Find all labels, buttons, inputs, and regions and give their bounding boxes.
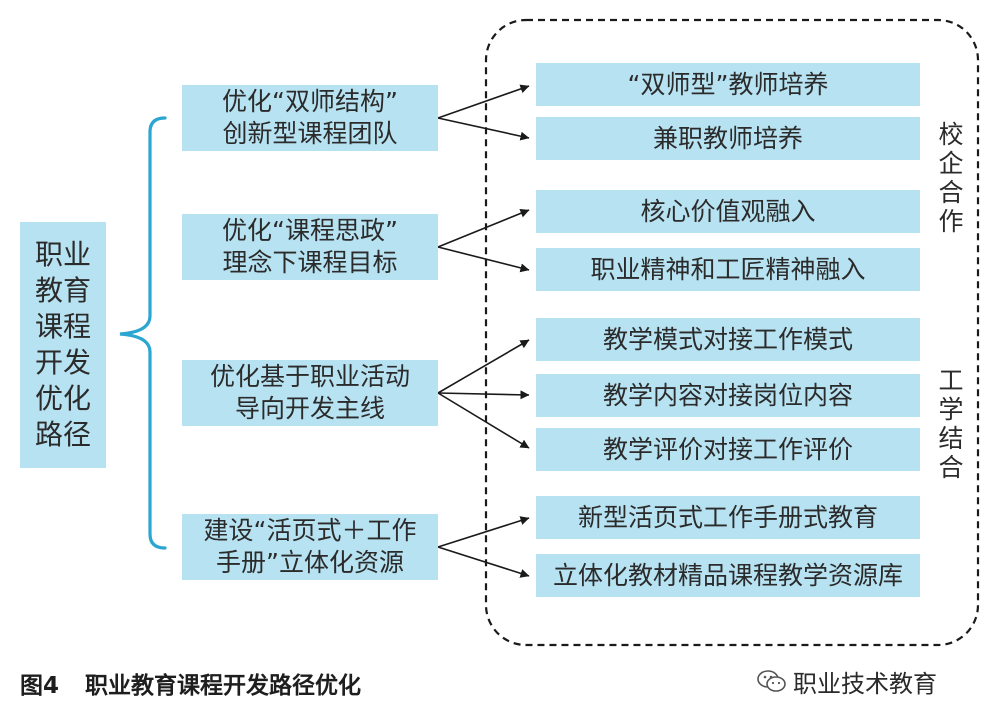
branch-text-line: 理念下课程目标 bbox=[222, 248, 398, 277]
branch-text-line: 优化基于职业活动 bbox=[209, 362, 410, 391]
arrow-2a bbox=[437, 209, 530, 248]
branch-text-line: 创新型课程团队 bbox=[222, 119, 398, 148]
branch-text-line: 导向开发主线 bbox=[234, 394, 385, 423]
arrow-3c bbox=[437, 392, 530, 449]
root-text-line: 课程 bbox=[34, 310, 91, 343]
group-label-char: 企 bbox=[938, 149, 964, 178]
group-label-work-study: 工 学 结 合 bbox=[936, 366, 966, 482]
arrow-2b bbox=[437, 246, 530, 273]
watermark: 职业技术教育 bbox=[757, 664, 937, 699]
group-label-char: 作 bbox=[938, 207, 964, 236]
root-text-line: 路径 bbox=[34, 418, 91, 451]
figure-number: 图4 bbox=[20, 673, 60, 699]
branch-node-3: 优化基于职业活动 导向开发主线 bbox=[182, 360, 438, 426]
figure-caption: 图4 职业教育课程开发路径优化 bbox=[20, 666, 361, 700]
wechat-icon bbox=[757, 669, 786, 692]
arrow-3b bbox=[437, 390, 530, 400]
root-text-line: 教育 bbox=[34, 274, 91, 307]
leaf-node-7: 教学评价对接工作评价 bbox=[536, 428, 920, 471]
branch-text-line: 优化“课程思政” bbox=[222, 216, 398, 245]
leaf-node-5: 教学模式对接工作模式 bbox=[536, 318, 920, 361]
root-node: 职业 教育 课程 开发 优化 路径 bbox=[20, 222, 106, 468]
leaf-node-6: 教学内容对接岗位内容 bbox=[536, 374, 920, 417]
branch-text-line: 优化“双师结构” bbox=[222, 87, 398, 116]
branch-node-1: 优化“双师结构” 创新型课程团队 bbox=[182, 85, 438, 151]
leaf-node-4: 职业精神和工匠精神融入 bbox=[536, 248, 920, 291]
group-label-char: 工 bbox=[938, 366, 964, 395]
dashed-group-border bbox=[484, 18, 980, 647]
arrow-1b bbox=[437, 117, 530, 141]
figure-title: 职业教育课程开发路径优化 bbox=[85, 673, 362, 699]
root-text-line: 开发 bbox=[34, 346, 91, 379]
branch-node-2: 优化“课程思政” 理念下课程目标 bbox=[182, 214, 438, 280]
group-label-char: 结 bbox=[938, 424, 964, 453]
arrow-4a bbox=[437, 516, 530, 548]
curly-brace bbox=[119, 116, 167, 550]
leaf-node-9: 立体化教材精品课程教学资源库 bbox=[536, 554, 920, 597]
branch-text-line: 建设“活页式＋工作 bbox=[203, 516, 417, 545]
branch-text-line: 手册”立体化资源 bbox=[216, 548, 404, 577]
group-label-char: 学 bbox=[938, 395, 964, 424]
arrow-1a bbox=[437, 84, 530, 119]
leaf-node-3: 核心价值观融入 bbox=[536, 190, 920, 233]
group-label-char: 合 bbox=[938, 178, 964, 207]
arrow-4b bbox=[437, 546, 530, 578]
leaf-node-2: 兼职教师培养 bbox=[536, 117, 920, 160]
watermark-text: 职业技术教育 bbox=[793, 670, 937, 698]
leaf-node-1: “双师型”教师培养 bbox=[536, 63, 920, 106]
arrow-3a bbox=[437, 339, 530, 394]
branch-node-4: 建设“活页式＋工作 手册”立体化资源 bbox=[182, 514, 438, 580]
group-label-school-enterprise: 校 企 合 作 bbox=[936, 120, 966, 236]
group-label-char: 校 bbox=[938, 120, 964, 149]
group-label-char: 合 bbox=[938, 453, 964, 482]
leaf-node-8: 新型活页式工作手册式教育 bbox=[536, 496, 920, 539]
root-text-line: 优化 bbox=[34, 382, 91, 415]
root-text-line: 职业 bbox=[34, 238, 91, 271]
